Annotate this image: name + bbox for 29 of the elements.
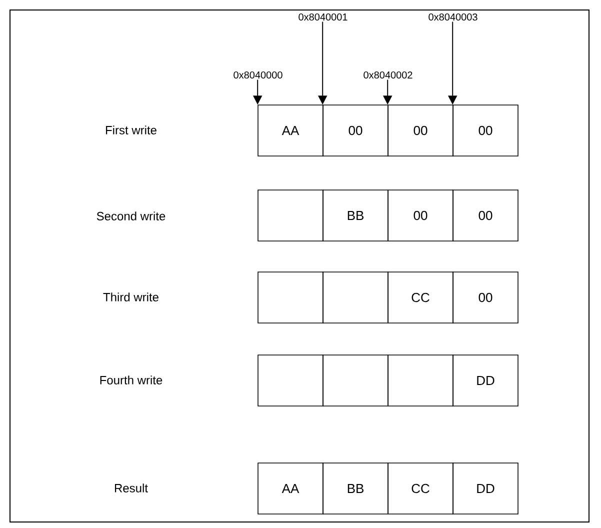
empty-cell (258, 190, 324, 242)
row-label: Fourth write (100, 376, 162, 384)
address-label: 0x8040002 (364, 71, 412, 79)
byte-cell: BB (322, 462, 388, 514)
byte-cell: 00 (452, 104, 518, 156)
empty-cell (388, 354, 454, 406)
address-label: 0x8040001 (298, 13, 348, 21)
byte-cell: 00 (322, 104, 388, 156)
row-label: Second write (96, 212, 166, 220)
byte-cell: 00 (452, 272, 518, 324)
byte-cell: CC (388, 462, 454, 514)
byte-cell: AA (258, 462, 324, 514)
byte-cell: CC (388, 272, 454, 324)
empty-cell (322, 354, 388, 406)
byte-cell: 00 (388, 190, 454, 242)
byte-cell: 00 (452, 190, 518, 242)
address-label: 0x8040003 (428, 13, 478, 21)
empty-cell (322, 272, 388, 324)
byte-cell: AA (258, 104, 324, 156)
address-label: 0x8040000 (234, 71, 282, 79)
row-label: Third write (103, 292, 158, 302)
row-label: Result (114, 484, 148, 492)
empty-cell (258, 272, 324, 324)
byte-cell: DD (452, 354, 518, 406)
byte-cell: DD (452, 462, 518, 514)
empty-cell (258, 354, 324, 406)
byte-cell: BB (322, 190, 388, 242)
row-label: First write (106, 126, 156, 134)
byte-cell: 00 (388, 104, 454, 156)
